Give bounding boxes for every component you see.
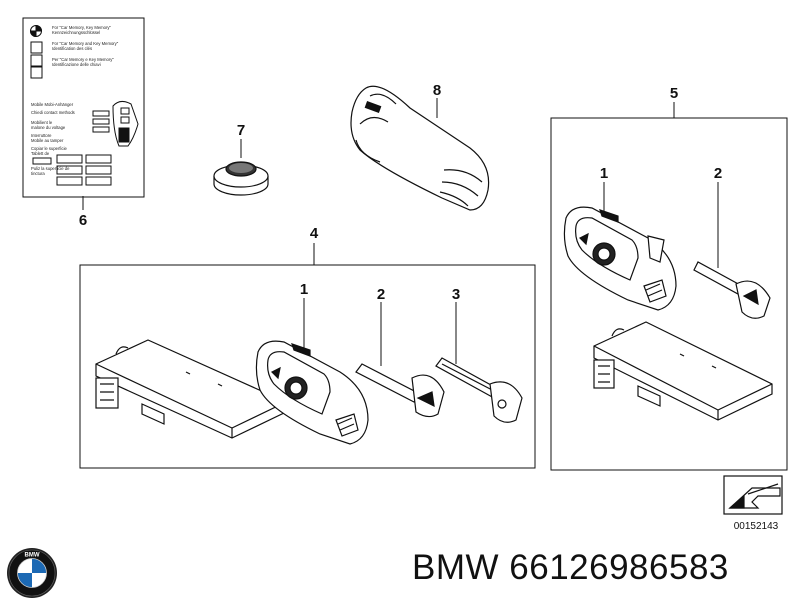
- bmw-logo-icon: BMW: [7, 548, 57, 598]
- mechanical-key: [435, 357, 523, 423]
- card-side-5: Interruttore: [31, 133, 52, 138]
- callout-8: 8: [433, 82, 441, 99]
- callout-6: 6: [79, 212, 87, 229]
- card-line-2b: Identification des clés: [52, 46, 92, 51]
- remote-key-2: [563, 206, 677, 311]
- card-line-3b: Identificazione delle chiavi: [52, 62, 101, 67]
- card-line-3a: Per "Car Memory e Key Memory": [52, 57, 114, 62]
- card-side-3: Mobilient le: [31, 120, 53, 125]
- key-blade-1: [355, 363, 445, 418]
- callout-1: 1: [300, 281, 308, 298]
- callout-numbers: 6 7 8 4 5 1 2 3 1 2: [79, 82, 722, 303]
- instruction-card: [22, 17, 145, 198]
- callout-5: 5: [670, 85, 678, 102]
- callout-5-2: 2: [714, 165, 722, 182]
- card-line-1a: For "Car Memory, Key Memory": [52, 25, 111, 30]
- callout-2: 2: [377, 286, 385, 303]
- card-side-1: Mobile Mobi-Anhänger: [31, 102, 74, 107]
- leader-lines: [82, 98, 719, 366]
- card-side-9: Puliz la superficie de: [31, 166, 70, 171]
- callout-5-1: 1: [600, 165, 608, 182]
- control-module-2: [593, 321, 773, 421]
- coin-battery: [213, 161, 269, 196]
- callout-3: 3: [452, 286, 460, 303]
- card-side-7: Copiar le superficie: [31, 146, 68, 151]
- group-box-5: [550, 102, 788, 471]
- card-line-1b: Kennzeichnungsschlüssel: [52, 30, 100, 35]
- callout-7: 7: [237, 122, 245, 139]
- key-blade-2: [693, 261, 771, 319]
- card-side-6: Mobile au tamper: [31, 138, 64, 143]
- direction-symbol: [723, 475, 783, 515]
- instruction-card-text: For "Car Memory, Key Memory" Kennzeichnu…: [31, 25, 119, 176]
- drawing-code: 00152143: [734, 521, 779, 532]
- group-box-4: [79, 243, 536, 469]
- callout-4: 4: [310, 225, 319, 242]
- card-side-2: Chiedi contact methods: [31, 110, 75, 115]
- logo-letters: BMW: [25, 553, 40, 559]
- card-side-10: tinctura: [31, 171, 45, 176]
- card-side-4: malone du voltage: [31, 125, 66, 130]
- remote-key-1: [255, 340, 369, 445]
- key-fob-shell: [350, 85, 490, 211]
- part-number-label: BMW 66126986583: [412, 548, 729, 587]
- card-side-8: Tablett de: [31, 151, 50, 156]
- card-line-2a: For "Car Memory and Key Memory": [52, 41, 119, 46]
